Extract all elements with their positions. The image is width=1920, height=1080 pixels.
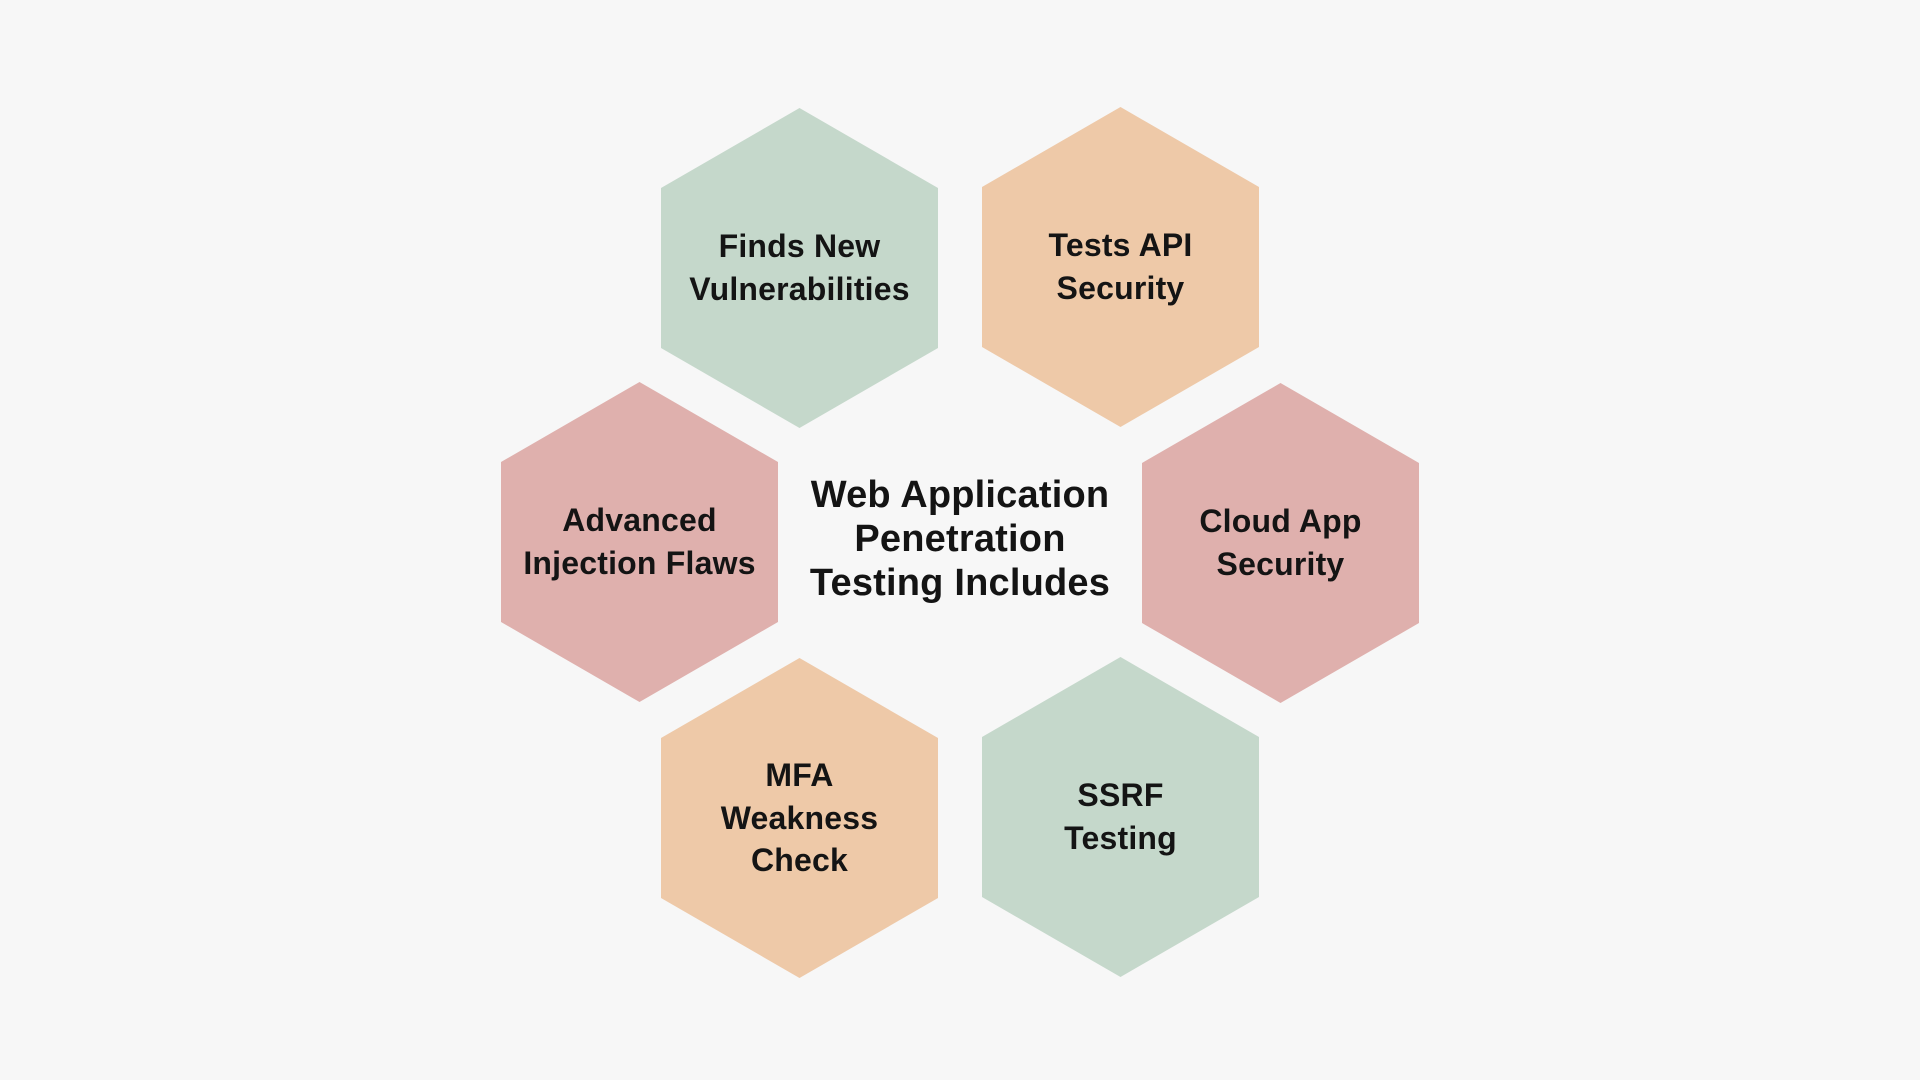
hexagon-tests-api-security: Tests API Security	[982, 107, 1259, 427]
hexagon-label: Finds New Vulnerabilities	[689, 228, 910, 307]
hexagon-advanced-injection-flaws: Advanced Injection Flaws	[501, 382, 778, 702]
hexagon-mfa-weakness-check: MFA Weakness Check	[661, 658, 938, 978]
hexagon-label: Tests API Security	[1048, 227, 1193, 306]
hexagon-label: SSRF Testing	[1064, 777, 1177, 856]
hexagon-cloud-app-security: Cloud App Security	[1142, 383, 1419, 703]
diagram-title: Web Application Penetration Testing Incl…	[809, 474, 1111, 605]
hexagon-ssrf-testing: SSRF Testing	[982, 657, 1259, 977]
hexagon-finds-new-vulnerabilities: Finds New Vulnerabilities	[661, 108, 938, 428]
hexagon-label: MFA Weakness Check	[720, 757, 879, 879]
hexagon-label: Cloud App Security	[1199, 503, 1362, 582]
hexagon-label: Advanced Injection Flaws	[523, 502, 756, 581]
